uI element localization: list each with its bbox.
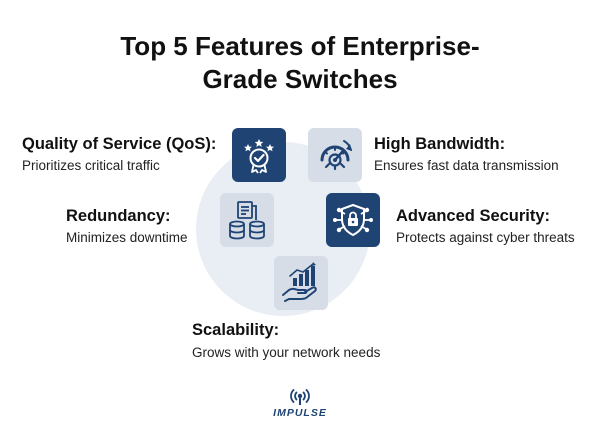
award-badge-icon: [232, 128, 286, 182]
impulse-logo: IMPULSE: [268, 386, 332, 426]
signal-tower-icon: [290, 389, 310, 405]
logo-text: IMPULSE: [273, 407, 327, 419]
feature-title-bandwidth: High Bandwidth:: [374, 135, 506, 153]
feature-title-redundancy: Redundancy:: [66, 207, 171, 225]
database-backup-icon: [220, 193, 274, 247]
page-title: Top 5 Features of Enterprise- Grade Swit…: [0, 30, 600, 96]
growth-chart-hand-icon: [274, 256, 328, 310]
speedometer-gear-icon: [308, 128, 362, 182]
feature-desc-qos: Prioritizes critical traffic: [22, 158, 160, 173]
feature-desc-scalability: Grows with your network needs: [192, 345, 381, 360]
title-line-1: Top 5 Features of Enterprise-: [120, 31, 480, 61]
shield-lock-icon: [326, 193, 380, 247]
feature-title-scalability: Scalability:: [192, 321, 280, 339]
feature-desc-security: Protects against cyber threats: [396, 230, 575, 245]
feature-desc-redundancy: Minimizes downtime: [66, 230, 188, 245]
feature-title-qos: Quality of Service (QoS):: [22, 135, 217, 153]
feature-desc-bandwidth: Ensures fast data transmission: [374, 158, 559, 173]
feature-title-security: Advanced Security:: [396, 207, 551, 225]
title-line-2: Grade Switches: [202, 64, 398, 94]
